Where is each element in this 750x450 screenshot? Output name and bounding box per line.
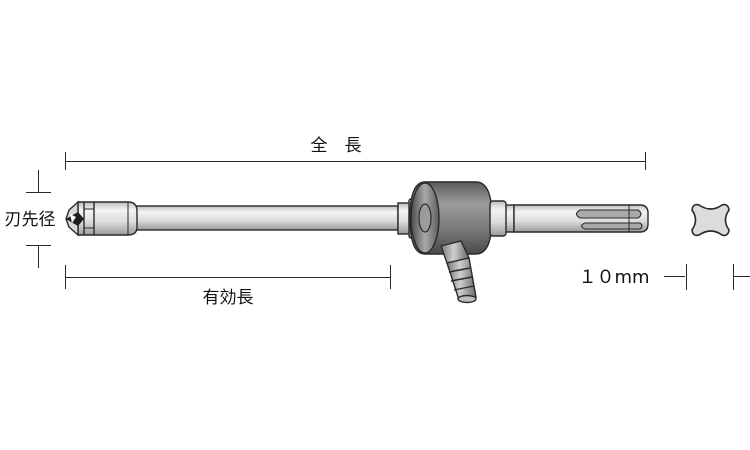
effective-length-label: 有効長: [203, 288, 254, 308]
tip-diameter-label: 刃先径: [5, 210, 56, 230]
shank-size-label: １０mm: [578, 267, 649, 288]
drill-shaft: [131, 205, 399, 231]
overall-length-dimension: [65, 152, 646, 170]
shank-cross-section-icon: [691, 203, 730, 237]
shank-size-dimension: [664, 264, 750, 290]
core-drill-bit: [65, 181, 649, 304]
sds-shank: [513, 204, 649, 233]
water-swivel-adapter: [409, 181, 493, 255]
drill-cutting-head: [65, 200, 138, 237]
rear-collar: [489, 200, 507, 237]
overall-length-label: 全 長: [311, 136, 362, 156]
tip-diameter-dimension: [26, 170, 51, 268]
water-hose-fitting: [440, 240, 477, 304]
effective-length-dimension: [65, 265, 391, 289]
